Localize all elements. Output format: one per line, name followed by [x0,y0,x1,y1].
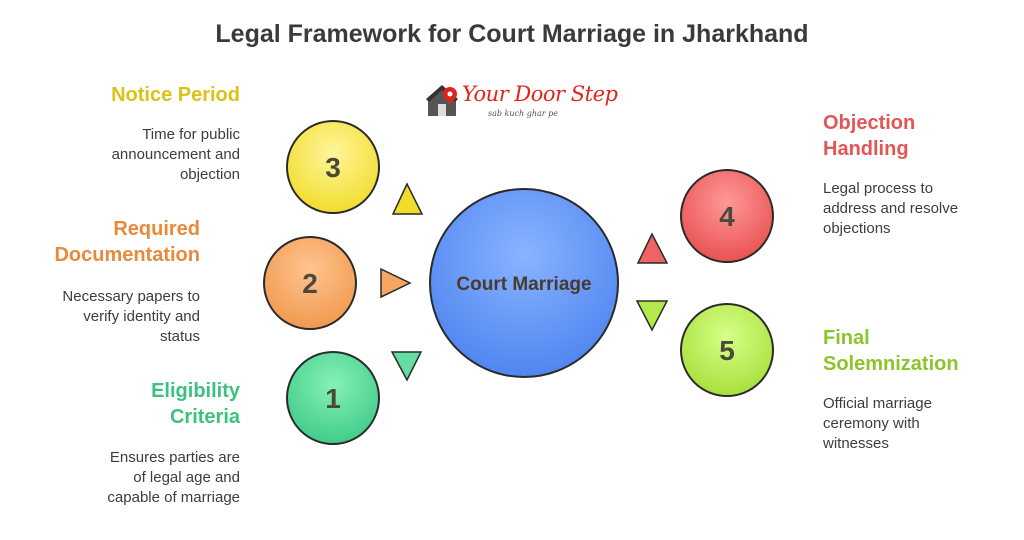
step-5-circle [680,303,774,397]
step-1-title: Eligibility Criteria [60,378,240,430]
step-5-desc-line2: ceremony with [823,415,920,432]
step-1-desc-line3: capable of marriage [107,489,240,506]
step-5-title: Final Solemnization [823,325,1013,377]
step-4-number: 4 [719,201,735,232]
step-2-title-line1: Required [113,218,200,240]
step-1-circle [286,351,380,445]
step-4-desc-line1: Legal process to [823,180,934,197]
step-5-description: Official marriage ceremony with witnesse… [823,394,1013,454]
step-1-number: 1 [325,383,341,414]
step-5-desc-line3: witnesses [823,435,889,452]
step-3-title-line1: Notice Period [111,84,240,106]
brand-logo: Your Door Step sab kuch ghar pe [424,80,618,124]
step-3-desc-line2: announcement and [111,146,240,163]
step-1-description: Ensures parties are of legal age and cap… [60,448,240,508]
step-2-description: Necessary papers to verify identity and … [20,287,200,347]
step-4-circle [680,169,774,263]
step-2-desc-line2: verify identity and [83,308,200,325]
step-3-title: Notice Period [60,82,240,108]
step-3-number: 3 [325,152,341,183]
center-circle [429,188,619,378]
step-1-title-line2: Criteria [169,406,240,428]
house-icon [426,85,458,116]
step-4-desc-line2: address and resolve [823,200,959,217]
brand-tagline: sab kuch ghar pe [488,109,558,118]
step-4-desc-line3: objections [823,220,891,237]
connector-4-arrow [636,232,669,264]
step-3-desc-line3: objection [179,166,240,183]
step-1-title-line1: Eligibility [151,380,240,402]
step-4-title: Objection Handling [823,110,1013,162]
step-3-desc-line1: Time for public [142,126,240,143]
step-2-desc-line1: Necessary papers to [62,288,200,305]
step-4-description: Legal process to address and resolve obj… [823,179,1013,239]
step-5-title-line1: Final [823,327,870,349]
step-1-desc-line2: of legal age and [133,469,240,486]
connector-3-arrow [391,182,424,215]
brand-name: Your Door Step [462,82,618,106]
step-2-number: 2 [302,268,318,299]
step-4-title-line2: Handling [823,138,909,160]
step-5-desc-line1: Official marriage [823,395,932,412]
connector-5-arrow [635,300,669,332]
step-1-desc-line1: Ensures parties are [109,449,240,466]
step-3-description: Time for public announcement and objecti… [60,125,240,185]
step-5-number: 5 [719,335,735,366]
step-2-title-line2: Documentation [54,244,200,266]
step-3-circle [286,120,380,214]
page-title: Legal Framework for Court Marriage in Jh… [215,20,809,48]
step-2-title: Required Documentation [20,216,200,268]
step-5-title-line2: Solemnization [823,353,959,375]
step-2-desc-line3: status [159,328,200,345]
connector-2-arrow [380,267,412,299]
connector-1-arrow [390,351,423,382]
center-label: Court Marriage [456,274,591,295]
step-4-title-line1: Objection [823,112,916,134]
step-2-circle [263,236,357,330]
